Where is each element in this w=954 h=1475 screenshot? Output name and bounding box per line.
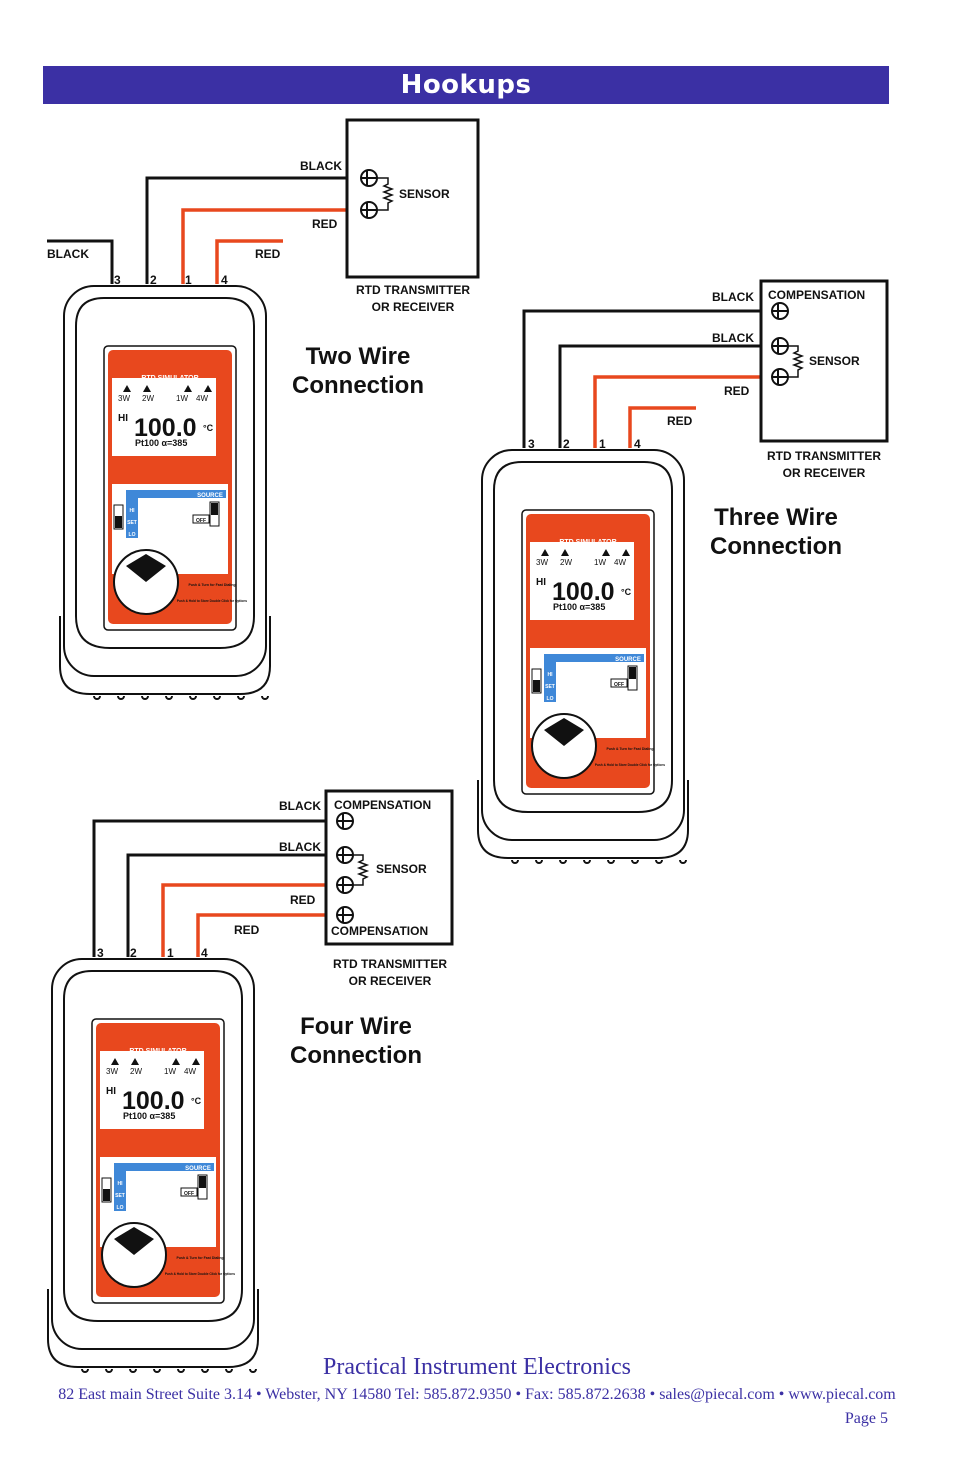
terminal-label-2: 2 — [150, 273, 157, 287]
reading-display: 100.0 — [134, 414, 197, 442]
wire-label-black: BLACK — [279, 799, 321, 813]
compensation-label: COMPENSATION — [331, 924, 428, 938]
wire-label-red: RED — [312, 217, 338, 231]
wire-label-red: RED — [290, 893, 316, 907]
terminal-label-3: 3 — [528, 437, 535, 451]
mode-1w: 1W — [164, 1067, 176, 1076]
lo-button[interactable]: LO — [129, 532, 136, 538]
sensor-type: Pt100 α=385 — [135, 438, 187, 448]
set-button[interactable]: SET — [127, 520, 137, 526]
three-wire-diagram: COMPENSATION SENSOR BLACK BLACK RED RED … — [477, 279, 889, 864]
instruction-text: Push & Hold to Store Double Click for Op… — [595, 763, 665, 767]
source-label: SOURCE — [197, 493, 223, 499]
terminal-label-1: 1 — [599, 437, 606, 451]
connection-title-line2: Connection — [710, 533, 842, 560]
instruction-text: Push & Turn for Fast Dialing — [177, 1256, 224, 1260]
off-label: OFF — [196, 518, 206, 524]
compensation-label: COMPENSATION — [768, 288, 865, 302]
connection-title-line1: Three Wire — [714, 504, 838, 531]
off-label: OFF — [614, 682, 624, 688]
rtd-label-line1: RTD TRANSMITTER — [767, 449, 881, 463]
sensor-label: SENSOR — [809, 354, 860, 368]
wire-label-black: BLACK — [712, 331, 754, 345]
wire-label-red: RED — [724, 384, 750, 398]
mode-2w: 2W — [142, 394, 154, 403]
instruction-text: Push & Turn for Fast Dialing — [189, 583, 236, 587]
reading-display: 100.0 — [122, 1087, 185, 1115]
terminal-label-1: 1 — [185, 273, 192, 287]
terminal-label-1: 1 — [167, 946, 174, 960]
mode-1w: 1W — [594, 558, 606, 567]
terminal-label-3: 3 — [114, 273, 121, 287]
terminal-label-4: 4 — [634, 437, 641, 451]
wire-label-black: BLACK — [279, 840, 321, 854]
mode-4w: 4W — [614, 558, 626, 567]
four-wire-diagram: COMPENSATION SENSOR COMPENSATION BLACK B… — [47, 789, 454, 1373]
page-number: Page 5 — [844, 1410, 888, 1427]
sensor-type: Pt100 α=385 — [123, 1111, 175, 1121]
mode-2w: 2W — [130, 1067, 142, 1076]
mode-3w: 3W — [106, 1067, 118, 1076]
sensor-type: Pt100 α=385 — [553, 602, 605, 612]
hi-button[interactable]: HI — [130, 508, 136, 514]
device-title: RTD SIMULATOR — [141, 375, 198, 382]
wire-label-black: BLACK — [300, 159, 342, 173]
source-label: SOURCE — [615, 657, 641, 663]
terminal-label-2: 2 — [563, 437, 570, 451]
rtd-label-line2: OR RECEIVER — [783, 466, 866, 480]
wire-label-black: BLACK — [47, 247, 89, 261]
hi-indicator: HI — [106, 1086, 116, 1097]
company-address: 82 East main Street Suite 3.14 • Webster… — [58, 1386, 896, 1403]
mode-4w: 4W — [184, 1067, 196, 1076]
rtd-label-line1: RTD TRANSMITTER — [356, 283, 470, 297]
set-button[interactable]: SET — [545, 684, 555, 690]
connection-title-line1: Four Wire — [300, 1013, 412, 1040]
instruction-text: Push & Hold to Store Double Click for Op… — [177, 599, 247, 603]
mode-3w: 3W — [118, 394, 130, 403]
set-button[interactable]: SET — [115, 1193, 125, 1199]
wire-label-red: RED — [255, 247, 281, 261]
page-title: Hookups — [43, 66, 889, 104]
lo-button[interactable]: LO — [117, 1205, 124, 1211]
wire-label-red: RED — [234, 923, 260, 937]
unit-label: °C — [203, 423, 214, 433]
instruction-text: Push & Turn for Fast Dialing — [607, 747, 654, 751]
terminal-label-4: 4 — [221, 273, 228, 287]
unit-label: °C — [191, 1096, 202, 1106]
instruction-text: Push & Hold to Store Double Click for Op… — [165, 1272, 235, 1276]
lo-button[interactable]: LO — [547, 696, 554, 702]
device-title: RTD SIMULATOR — [559, 539, 616, 546]
connection-title-line1: Two Wire — [306, 343, 411, 370]
rtd-label-line2: OR RECEIVER — [372, 300, 455, 314]
source-label: SOURCE — [185, 1166, 211, 1172]
wire-label-black: BLACK — [712, 290, 754, 304]
company-name: Practical Instrument Electronics — [323, 1354, 631, 1380]
reading-display: 100.0 — [552, 578, 615, 606]
sensor-label: SENSOR — [376, 862, 427, 876]
hi-button[interactable]: HI — [118, 1181, 124, 1187]
device-title: RTD SIMULATOR — [129, 1048, 186, 1055]
hi-button[interactable]: HI — [548, 672, 554, 678]
terminal-label-2: 2 — [130, 946, 137, 960]
mode-2w: 2W — [560, 558, 572, 567]
connection-title-line2: Connection — [292, 372, 424, 399]
off-label: OFF — [184, 1191, 194, 1197]
mode-4w: 4W — [196, 394, 208, 403]
compensation-label: COMPENSATION — [334, 798, 431, 812]
rtd-label-line1: RTD TRANSMITTER — [333, 957, 447, 971]
mode-3w: 3W — [536, 558, 548, 567]
rtd-label-line2: OR RECEIVER — [349, 974, 432, 988]
unit-label: °C — [621, 587, 632, 597]
wire-label-red: RED — [667, 414, 693, 428]
connection-title-line2: Connection — [290, 1042, 422, 1069]
terminal-label-3: 3 — [97, 946, 104, 960]
hi-indicator: HI — [118, 413, 128, 424]
terminal-label-4: 4 — [201, 946, 208, 960]
sensor-label: SENSOR — [399, 187, 450, 201]
two-wire-diagram: SENSOR BLACK RED BLACK RED 3 2 1 4 RTD T… — [47, 118, 480, 700]
mode-1w: 1W — [176, 394, 188, 403]
hi-indicator: HI — [536, 577, 546, 588]
